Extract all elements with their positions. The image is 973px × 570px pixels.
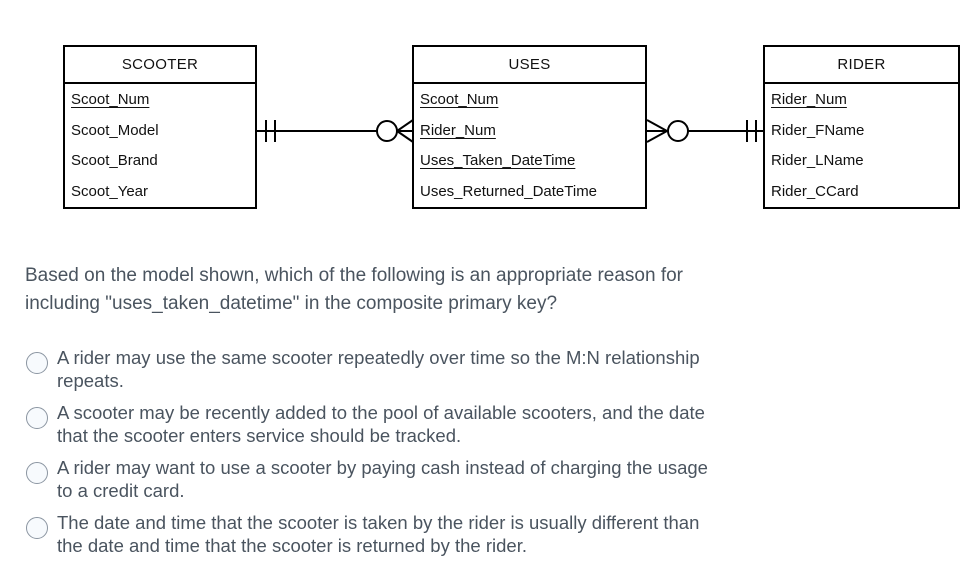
option-3-label: A rider may want to use a scooter by pay… — [57, 456, 708, 502]
field-rider-lname: Rider_LName — [771, 152, 864, 170]
field-scoot-brand: Scoot_Brand — [71, 152, 158, 170]
option-3-line-1: A rider may want to use a scooter by pay… — [57, 457, 708, 478]
option-4-line-2: the date and time that the scooter is re… — [57, 535, 527, 556]
option-4-radio-button[interactable] — [26, 517, 48, 539]
field-rider-ccard: Rider_CCard — [771, 183, 859, 201]
entity-uses-fields: Scoot_Num Rider_Num Uses_Taken_DateTime … — [414, 84, 645, 207]
zero-or-many-crowfoot-icon — [646, 119, 689, 143]
option-2-line-1: A scooter may be recently added to the p… — [57, 402, 705, 423]
zero-or-many-crowfoot-icon — [376, 119, 414, 143]
option-3-line-2: to a credit card. — [57, 480, 185, 501]
field-scoot-year: Scoot_Year — [71, 183, 149, 201]
field-scoot-model: Scoot_Model — [71, 121, 159, 139]
one-and-only-one-ticks-icon — [746, 120, 757, 142]
one-and-only-one-ticks-icon — [265, 120, 276, 142]
connector-uses-rider — [646, 119, 763, 143]
entity-uses: USES Scoot_Num Rider_Num Uses_Taken_Date… — [412, 45, 647, 209]
entity-scooter-title: SCOOTER — [65, 47, 255, 84]
field-uses-scoot-num: Scoot_Num — [420, 90, 499, 108]
connector-scooter-uses — [257, 119, 414, 143]
answer-option-3[interactable]: A rider may want to use a scooter by pay… — [25, 456, 708, 502]
entity-rider-fields: Rider_Num Rider_FName Rider_LName Rider_… — [765, 84, 958, 207]
question-line-2: including "uses_taken_datetime" in the c… — [25, 293, 558, 314]
question-text: Based on the model shown, which of the f… — [25, 262, 683, 318]
field-rider-num: Rider_Num — [771, 90, 847, 108]
answer-option-1[interactable]: A rider may use the same scooter repeate… — [25, 346, 708, 392]
field-uses-returned-datetime: Uses_Returned_DateTime — [420, 183, 598, 201]
entity-scooter-fields: Scoot_Num Scoot_Model Scoot_Brand Scoot_… — [65, 84, 255, 207]
option-1-line-1: A rider may use the same scooter repeate… — [57, 347, 700, 368]
answer-option-4[interactable]: The date and time that the scooter is ta… — [25, 511, 708, 557]
option-3-radio-button[interactable] — [26, 462, 48, 484]
entity-uses-title: USES — [414, 47, 645, 84]
option-1-label: A rider may use the same scooter repeate… — [57, 346, 700, 392]
entity-scooter: SCOOTER Scoot_Num Scoot_Model Scoot_Bran… — [63, 45, 257, 209]
option-2-radio-button[interactable] — [26, 407, 48, 429]
option-4-line-1: The date and time that the scooter is ta… — [57, 512, 700, 533]
field-uses-rider-num: Rider_Num — [420, 121, 496, 139]
option-2-label: A scooter may be recently added to the p… — [57, 401, 705, 447]
field-uses-taken-datetime: Uses_Taken_DateTime — [420, 152, 576, 170]
option-2-line-2: that the scooter enters service should b… — [57, 425, 462, 446]
answer-options: A rider may use the same scooter repeate… — [25, 346, 708, 557]
entity-rider: RIDER Rider_Num Rider_FName Rider_LName … — [763, 45, 960, 209]
option-4-label: The date and time that the scooter is ta… — [57, 511, 699, 557]
field-scoot-num: Scoot_Num — [71, 90, 150, 108]
field-rider-fname: Rider_FName — [771, 121, 865, 139]
question-line-1: Based on the model shown, which of the f… — [25, 265, 684, 286]
option-1-line-2: repeats. — [57, 370, 124, 391]
option-1-radio-button[interactable] — [26, 352, 48, 374]
entity-rider-title: RIDER — [765, 47, 958, 84]
answer-option-2[interactable]: A scooter may be recently added to the p… — [25, 401, 708, 447]
